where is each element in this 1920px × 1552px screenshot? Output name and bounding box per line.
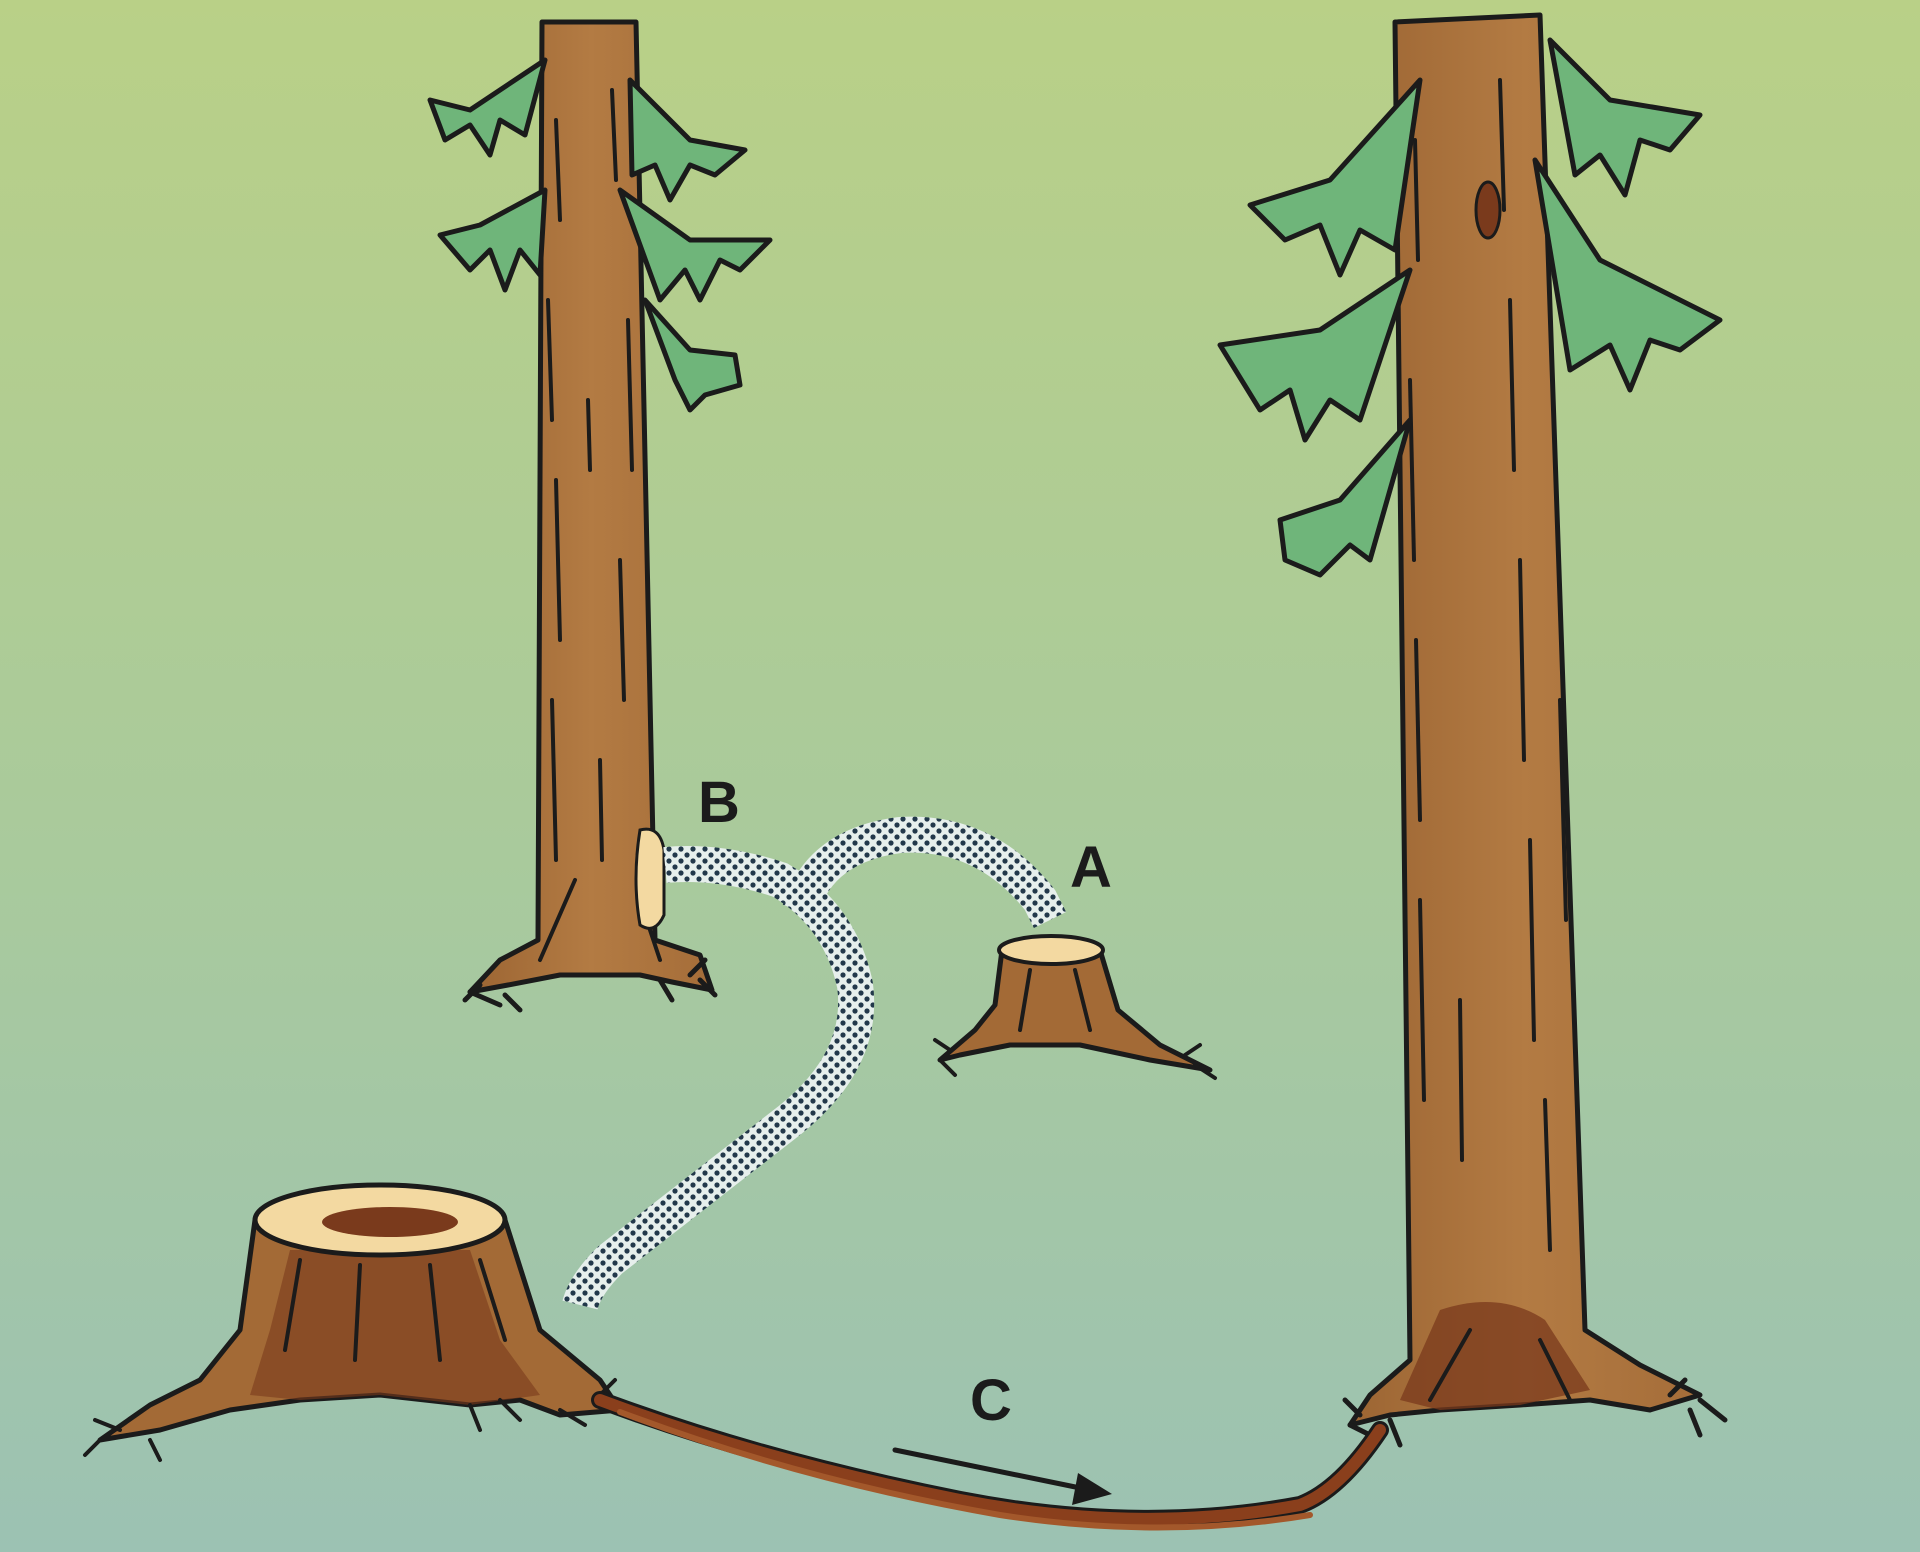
branch — [1277, 417, 1413, 578]
infection-path — [562, 846, 875, 1311]
tree-left — [427, 19, 773, 1013]
label-b: B — [698, 770, 740, 835]
tree-right — [1217, 12, 1728, 1448]
stump-large — [83, 1182, 623, 1462]
label-a: A — [1070, 835, 1112, 900]
stump-small — [933, 934, 1217, 1080]
branch — [1547, 37, 1703, 198]
branch — [1247, 77, 1423, 278]
infection-path-branch-a — [782, 816, 1067, 929]
stump-large-rot-core — [322, 1207, 458, 1237]
root-connection — [591, 1391, 1389, 1531]
branch — [642, 297, 743, 413]
branch — [437, 187, 548, 293]
rot-zone-right — [1400, 1302, 1590, 1410]
branch — [427, 57, 548, 158]
arrow-right-icon — [892, 1447, 1112, 1505]
label-c: C — [970, 1368, 1012, 1433]
branch — [627, 77, 748, 203]
branch — [1532, 157, 1723, 393]
branch — [1217, 267, 1413, 443]
rot-zone-large — [250, 1250, 540, 1405]
stump-small-cut-surface — [997, 934, 1105, 966]
branch — [617, 187, 773, 303]
wound-b — [634, 827, 666, 930]
